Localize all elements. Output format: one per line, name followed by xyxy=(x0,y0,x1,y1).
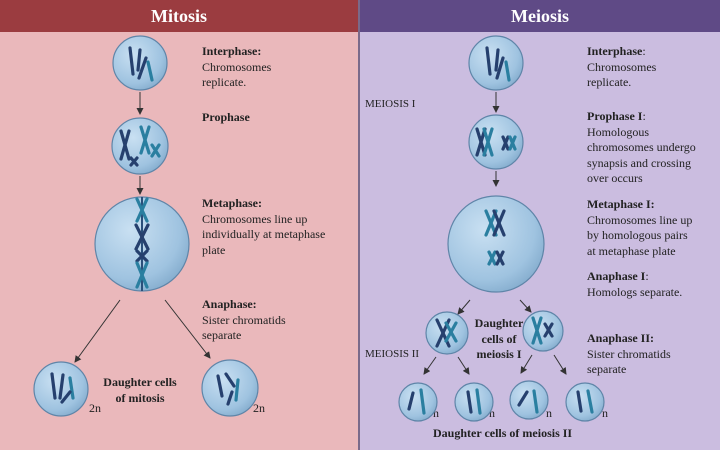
meiosis-arrow-4 xyxy=(519,299,532,313)
meiosis-interphase-text: Interphase: Chromosomes replicate. xyxy=(587,44,656,91)
mitosis-anaphase-desc-1: Sister chromatids xyxy=(202,312,286,327)
meiosis-arrow-8 xyxy=(553,354,567,375)
meiosis-interphase-colon: : xyxy=(642,44,646,58)
mitosis-metaphase-cell xyxy=(94,196,190,292)
meiosis-interphase-desc-2: replicate. xyxy=(587,75,632,89)
mitosis-daughter-line-1: Daughter cells xyxy=(103,375,177,389)
meiosis-anaphase2-text: Anaphase II: Sister chromatids separate xyxy=(587,331,671,378)
meiosis-daughter1-line-3: meiosis I xyxy=(476,347,522,361)
meiosis-prophase1-desc-1: Homologous xyxy=(587,124,650,139)
mitosis-metaphase-desc-2: individually at metaphase xyxy=(202,227,326,241)
mitosis-daughter-cell-right xyxy=(201,359,259,417)
meiosis-interphase-cell xyxy=(468,35,524,91)
mitosis-daughter-line-2: of mitosis xyxy=(115,390,165,405)
mitosis-interphase-desc-1: Chromosomes xyxy=(202,59,272,74)
meiosis-daughter2-label: Daughter cells of meiosis II xyxy=(433,426,573,440)
meiosis-prophase1-cell xyxy=(468,114,524,170)
meiosis-daughter1-cell-right xyxy=(522,310,564,352)
meiosis-prophase1-title: Prophase I xyxy=(587,109,643,123)
meiosis-metaphase1-desc-1: Chromosomes line up xyxy=(587,212,693,227)
mitosis-metaphase-desc-1: Chromosomes line up xyxy=(202,211,308,226)
mitosis-metaphase-title: Metaphase: xyxy=(202,196,262,210)
mitosis-interphase-text: Interphase: Chromosomes replicate. xyxy=(202,44,271,91)
meiosis-prophase1-text: Prophase I: Homologous chromosomes under… xyxy=(587,109,696,187)
meiosis-2-label: MEIOSIS II xyxy=(365,348,420,360)
meiosis2-ploidy-4: n xyxy=(602,406,608,420)
mitosis-ploidy-left: 2n xyxy=(89,401,101,415)
mitosis-prophase-title: Prophase xyxy=(202,110,250,124)
meiosis-metaphase1-cell xyxy=(447,195,545,293)
meiosis-metaphase1-title: Metaphase I: xyxy=(587,197,655,211)
meiosis-interphase-desc-1: Chromosomes xyxy=(587,59,657,74)
mitosis-daughter-cell-left xyxy=(33,361,89,417)
panel-divider xyxy=(358,0,360,450)
meiosis2-daughter-cell-4 xyxy=(565,382,605,422)
mitosis-ploidy-right: 2n xyxy=(253,401,265,415)
meiosis-anaphase2-desc-1: Sister chromatids xyxy=(587,346,671,361)
mitosis-interphase-cell xyxy=(112,35,168,91)
meiosis-header: Meiosis xyxy=(360,0,720,32)
meiosis-daughter1-line-1: Daughter xyxy=(474,316,524,330)
mitosis-interphase-desc-2: replicate. xyxy=(202,75,247,89)
mitosis-interphase-title: Interphase: xyxy=(202,44,262,58)
meiosis-anaphase1-title: Anaphase I xyxy=(587,269,646,283)
mitosis-arrow-4 xyxy=(164,299,211,359)
meiosis2-ploidy-2: n xyxy=(489,406,495,420)
meiosis-anaphase2-desc-2: separate xyxy=(587,362,627,376)
mitosis-anaphase-text: Anaphase: Sister chromatids separate xyxy=(202,297,286,344)
meiosis-prophase1-desc-3: synapsis and crossing xyxy=(587,155,691,170)
meiosis2-daughter-cell-2 xyxy=(454,382,494,422)
meiosis2-ploidy-3: n xyxy=(546,406,552,420)
meiosis-metaphase1-desc-3: at metaphase plate xyxy=(587,243,676,258)
meiosis-metaphase1-desc-2: by homologous pairs xyxy=(587,228,688,242)
meiosis-anaphase1-desc-1: Homologs separate. xyxy=(587,284,683,299)
meiosis-interphase-title: Interphase xyxy=(587,44,643,58)
meiosis-anaphase1-text: Anaphase I: Homologs separate. xyxy=(587,269,682,300)
meiosis-metaphase1-text: Metaphase I: Chromosomes line up by homo… xyxy=(587,197,692,259)
mitosis-prophase-cell xyxy=(111,117,169,175)
meiosis-prophase1-colon: : xyxy=(642,109,646,123)
meiosis-daughter1-line-2: cells of xyxy=(481,331,517,346)
mitosis-arrow-3 xyxy=(74,299,121,363)
mitosis-metaphase-desc-3: plate xyxy=(202,242,226,257)
mitosis-anaphase-desc-2: separate xyxy=(202,328,242,342)
meiosis-daughter1-label: Daughter cells of meiosis I xyxy=(468,316,530,363)
mitosis-anaphase-title: Anaphase: xyxy=(202,297,257,311)
meiosis-1-label: MEIOSIS I xyxy=(365,98,416,110)
meiosis2-daughter-cell-1 xyxy=(398,382,438,422)
mitosis-daughter-label: Daughter cells of mitosis xyxy=(101,375,179,406)
meiosis2-ploidy-1: n xyxy=(433,406,439,420)
meiosis-anaphase2-title: Anaphase II: xyxy=(587,331,655,345)
meiosis-arrow-3 xyxy=(457,299,471,315)
meiosis-prophase1-desc-2: chromosomes undergo xyxy=(587,140,696,154)
mitosis-metaphase-text: Metaphase: Chromosomes line up individua… xyxy=(202,196,325,258)
meiosis-prophase1-desc-4: over occurs xyxy=(587,171,643,185)
meiosis-daughter1-cell-left xyxy=(425,311,469,355)
meiosis-anaphase1-colon: : xyxy=(645,269,649,283)
meiosis-arrow-6 xyxy=(457,356,470,375)
meiosis-arrow-7 xyxy=(520,354,533,374)
mitosis-header: Mitosis xyxy=(0,0,358,32)
mitosis-prophase-text: Prophase xyxy=(202,110,250,126)
meiosis2-daughter-cell-3 xyxy=(509,380,549,420)
meiosis-arrow-5 xyxy=(423,356,437,375)
